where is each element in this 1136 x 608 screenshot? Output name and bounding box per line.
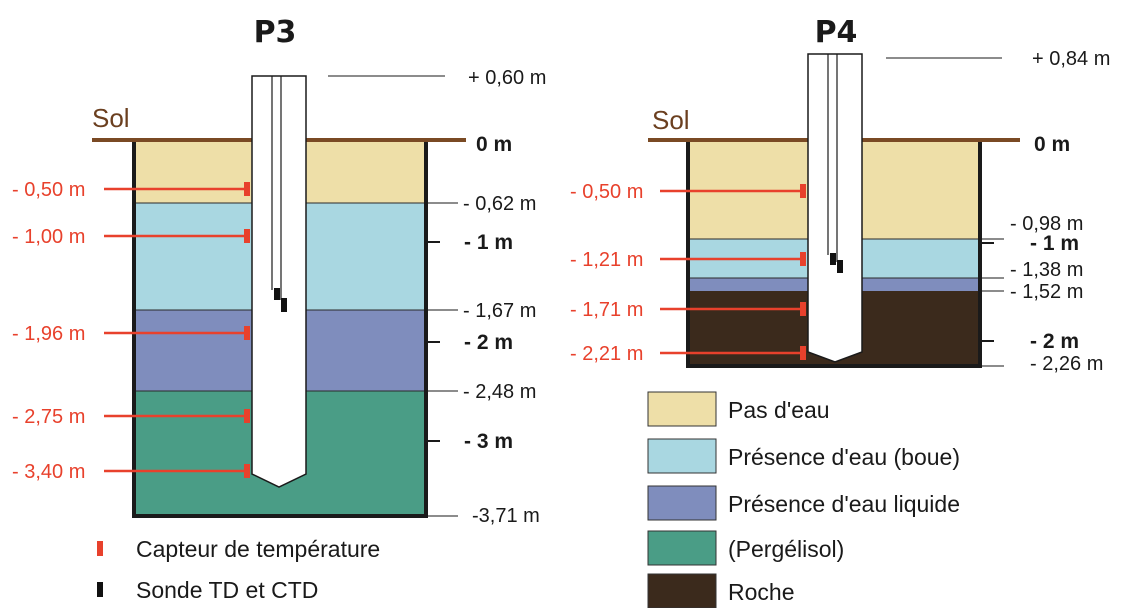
- sensor-p3-5: - 3,40 m: [12, 461, 250, 483]
- top-label-p4: + 0,84 m: [1032, 48, 1110, 70]
- sensor-depth-label: - 0,50 m: [570, 181, 643, 203]
- legend-swatch: [647, 530, 717, 566]
- legend-symbol-label: Sonde TD et CTD: [136, 577, 318, 603]
- sensor-depth-label: - 1,71 m: [570, 299, 643, 321]
- legend-layer-label: Présence d'eau liquide: [728, 491, 960, 517]
- boundary-depth-label: - 0,62 m: [463, 193, 536, 215]
- ground-label-p4: Sol: [652, 105, 690, 135]
- well-p4: P4 Sol 0 m + 0,84 m - 0,98 m - 1,38 m - …: [570, 15, 1110, 375]
- sensor-p4-3: - 1,71 m: [570, 299, 806, 321]
- temperature-sensor-legend-icon: [97, 541, 103, 556]
- legend-layer-label: (Pergélisol): [728, 536, 844, 562]
- legend-layer-label: Roche: [728, 579, 794, 605]
- probe-td-ctd: [281, 298, 287, 312]
- ground-zero-label-p4: 0 m: [1034, 133, 1070, 156]
- sensor-depth-label: - 2,75 m: [12, 406, 85, 428]
- sensor-p4-2: - 1,21 m: [570, 249, 806, 271]
- legend-swatch: [647, 438, 717, 474]
- well-title-p3: P3: [254, 15, 297, 50]
- boundary-depth-label: - 1,67 m: [463, 300, 536, 322]
- meter-mark-label: - 1 m: [1030, 232, 1079, 255]
- pipe-p3: [251, 75, 307, 488]
- sensor-depth-label: - 3,40 m: [12, 461, 85, 483]
- well-title-p4: P4: [815, 15, 858, 50]
- sensor-p3-2: - 1,00 m: [12, 226, 250, 248]
- legend-layer-label: Pas d'eau: [728, 397, 830, 423]
- sensor-depth-label: - 1,96 m: [12, 323, 85, 345]
- meter-mark-label: - 1 m: [464, 231, 513, 254]
- sensor-depth-label: - 0,50 m: [12, 179, 85, 201]
- temperature-sensor-marker: [800, 252, 806, 266]
- pit-outline-p4: [686, 142, 982, 368]
- sensor-p3-3: - 1,96 m: [12, 323, 250, 345]
- temperature-sensor-marker: [244, 326, 250, 340]
- ground-label-p3: Sol: [92, 103, 130, 133]
- sensor-p4-4: - 2,21 m: [570, 343, 806, 365]
- temperature-sensor-marker: [244, 182, 250, 196]
- probe-td-ctd: [274, 288, 280, 300]
- boundary-depth-label: - 2,26 m: [1030, 353, 1103, 375]
- sensor-p4-1: - 0,50 m: [570, 181, 806, 203]
- sensor-depth-label: - 1,00 m: [12, 226, 85, 248]
- boundary-depth-label: - 0,98 m: [1010, 213, 1083, 235]
- sensor-p3-4: - 2,75 m: [12, 406, 250, 428]
- boundary-depth-label: - 1,52 m: [1010, 281, 1083, 303]
- sensor-p3-1: - 0,50 m: [12, 179, 250, 201]
- temperature-sensor-marker: [800, 346, 806, 360]
- boundary-depth-label: -3,71 m: [472, 505, 540, 527]
- sensor-depth-label: - 2,21 m: [570, 343, 643, 365]
- meter-mark-label: - 2 m: [464, 331, 513, 354]
- legend-symbol-label: Capteur de température: [136, 536, 380, 562]
- probe-legend-icon: [97, 582, 103, 597]
- boundary-depth-label: - 1,38 m: [1010, 259, 1083, 281]
- temperature-sensor-marker: [800, 302, 806, 316]
- temperature-sensor-marker: [244, 229, 250, 243]
- meter-mark-label: - 3 m: [464, 430, 513, 453]
- pit-outline-p3: [132, 142, 428, 518]
- pipe-p4: [807, 53, 863, 363]
- probe-td-ctd: [837, 260, 843, 273]
- sensor-depth-label: - 1,21 m: [570, 249, 643, 271]
- boundary-depth-label: - 2,48 m: [463, 381, 536, 403]
- meter-mark-label: - 2 m: [1030, 330, 1079, 353]
- ground-zero-label-p3: 0 m: [476, 133, 512, 156]
- legend-swatch: [647, 573, 717, 608]
- temperature-sensor-marker: [244, 464, 250, 478]
- temperature-sensor-marker: [244, 409, 250, 423]
- well-p3: P3 Sol 0 m + 0,60 m - 0,62 m - 1,67 m - …: [12, 15, 546, 527]
- temperature-sensor-marker: [800, 184, 806, 198]
- legend-swatch: [647, 391, 717, 427]
- legend-layer-label: Présence d'eau (boue): [728, 444, 960, 470]
- legend-symbols: Capteur de température Sonde TD et CTD: [97, 536, 380, 603]
- top-label-p3: + 0,60 m: [468, 67, 546, 89]
- legend-layers: Pas d'eau Présence d'eau (boue) Présence…: [647, 391, 960, 608]
- probe-td-ctd: [830, 253, 836, 265]
- legend-swatch: [647, 485, 717, 521]
